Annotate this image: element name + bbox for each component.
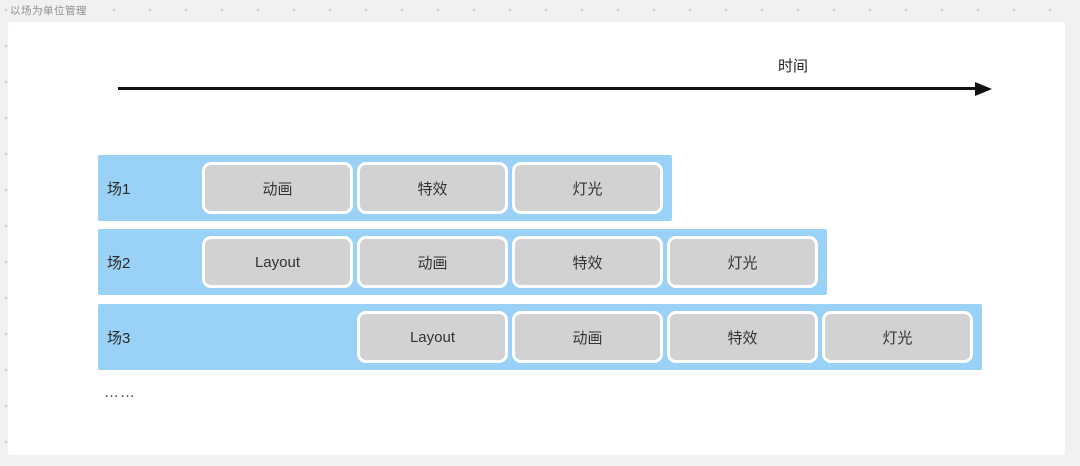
task-block: 灯光 (667, 236, 818, 288)
task-block: 动画 (512, 311, 663, 363)
more-rows-ellipsis: …… (104, 384, 136, 401)
task-label: 灯光 (727, 254, 758, 272)
task-label: 特效 (727, 329, 758, 347)
arrow-right-icon (975, 81, 992, 96)
task-block: 灯光 (822, 311, 973, 363)
task-block: 动画 (202, 162, 353, 214)
task-label: Layout (254, 253, 301, 271)
task-label: 特效 (572, 254, 603, 272)
scene-label: 场3 (107, 329, 131, 347)
task-block: 特效 (357, 162, 508, 214)
scene-label: 场2 (107, 254, 131, 272)
task-label: 灯光 (572, 180, 603, 198)
task-label: 灯光 (882, 329, 913, 347)
corner-caption: 以场为单位管理 (10, 5, 87, 17)
task-label: 动画 (417, 254, 448, 272)
task-label: 动画 (572, 329, 603, 347)
task-label: 动画 (262, 180, 293, 198)
task-block: Layout (202, 236, 353, 288)
scene-bar: 场2 Layout 动画 特效 灯光 (98, 229, 827, 295)
task-block: 特效 (512, 236, 663, 288)
scene-bar: 场3 Layout 动画 特效 灯光 (98, 304, 982, 370)
task-block: 灯光 (512, 162, 663, 214)
task-label: Layout (409, 328, 456, 346)
task-label: 特效 (417, 180, 448, 198)
time-axis-label: 时间 (777, 58, 808, 75)
scene-bar: 场1 动画 特效 灯光 (98, 155, 672, 221)
task-block: Layout (357, 311, 508, 363)
task-block: 特效 (667, 311, 818, 363)
scene-label: 场1 (107, 180, 131, 198)
time-axis-arrow (118, 81, 992, 96)
task-block: 动画 (357, 236, 508, 288)
